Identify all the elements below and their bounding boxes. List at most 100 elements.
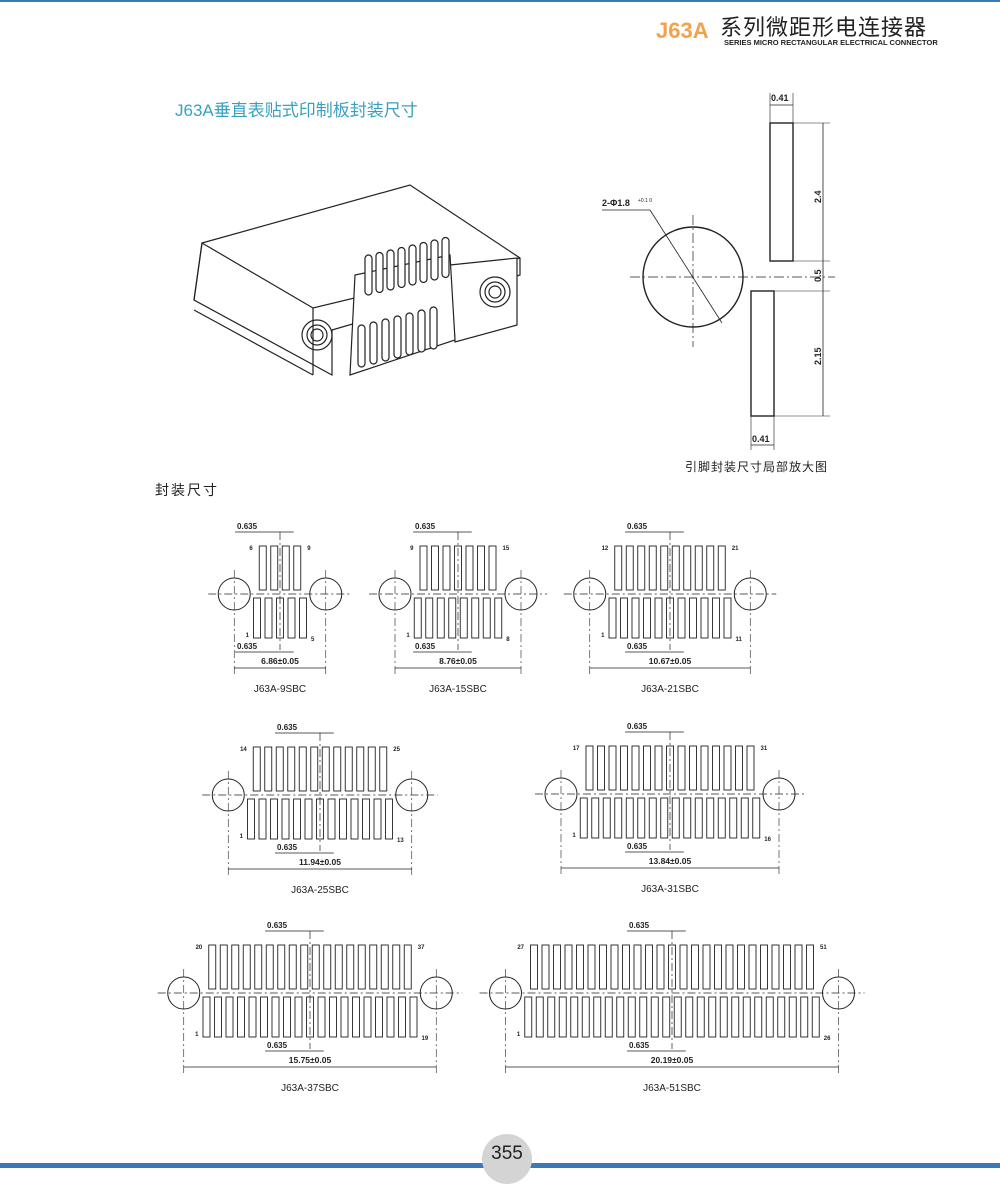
pad-width-top: 0.41 [771,93,789,103]
top-pad [671,545,680,591]
hole-diameter-label: 2-Φ1.8 [602,198,630,208]
bottom-pad [293,798,301,840]
span-label: 20.19±0.05 [651,1055,694,1065]
top-pad [585,745,594,791]
top-pad [344,746,353,792]
pin-label-top-last: 31 [761,746,768,752]
top-pad [242,944,251,990]
connector-pin [375,251,384,294]
span-label: 11.94±0.05 [299,857,341,867]
top-pad [275,746,284,792]
top-pad [714,944,722,990]
pin-label-bottom-last: 13 [397,838,404,844]
top-pad [553,944,561,990]
bottom-pad [294,996,303,1038]
top-pad [254,944,263,990]
bottom-pad [375,996,383,1038]
top-pad [706,545,715,591]
top-pad [645,944,653,990]
top-pad [356,746,365,792]
bottom-pad [627,996,636,1038]
bottom-pad [258,798,267,840]
series-title: 系列微距形电连接器 [720,15,928,40]
connector-3d-drawing [193,184,521,377]
bottom-pad [317,996,326,1038]
bottom-pad [225,996,234,1038]
bottom-pad [719,996,728,1038]
connector-pin [386,249,395,291]
bottom-pad [264,597,273,639]
top-pad [293,545,302,591]
top-pad [465,545,474,591]
bottom-pad [717,797,726,839]
upper-pad [769,122,794,262]
top-pad [477,545,485,591]
top-pad [660,545,669,591]
bottom-pad [765,996,774,1038]
top-pad [760,944,768,990]
bottom-pad [350,798,359,840]
pitch-label-top: 0.635 [267,921,288,930]
top-pad [610,944,619,990]
bottom-pad [425,597,434,639]
pin-label-top-last: 9 [307,546,311,552]
page-number: 355 [482,1134,532,1184]
bottom-pad [620,597,628,639]
bottom-pad [723,597,732,639]
pitch-label-top: 0.635 [237,522,258,531]
pin-label-bottom-first: 1 [517,1032,521,1038]
bottom-pad [270,798,278,840]
bottom-pad [471,597,480,639]
bottom-pad [671,797,680,839]
top-pad [631,745,640,791]
pin-label-bottom-last: 5 [311,637,315,643]
bottom-pad [524,996,533,1038]
bottom-pad [287,597,296,639]
top-pad [346,944,355,990]
pin-label-top-first: 12 [602,546,609,552]
top-pad [488,545,497,591]
pin-label-top-first: 27 [517,945,524,951]
hole-tolerance: +0.1 0 [638,198,652,204]
connector-pin [408,244,417,286]
bottom-pad [616,996,625,1038]
bottom-pad [581,996,590,1038]
top-pad [746,745,755,791]
bottom-pad [643,597,651,639]
bottom-pad [409,996,418,1038]
bottom-pad [689,597,697,639]
pad-detail-drawing: 2-Φ1.8 +0.1 0 0.41 0.41 2.4 0.5 2.15 [602,93,835,450]
bottom-pad [712,597,720,639]
top-pad [689,745,697,791]
package-dimensions-label: 封装尺寸 [155,482,219,498]
top-pad [310,746,319,792]
part-number: J63A-15SBC [429,684,487,695]
top-pad [656,944,665,990]
pin-label-top-last: 25 [393,747,400,753]
bottom-pad [742,996,751,1038]
pin-label-bottom-first: 1 [601,633,605,639]
bottom-pad [683,797,692,839]
span-label: 10.67±0.05 [649,656,692,666]
top-pad [625,545,634,591]
pitch-label-top: 0.635 [629,921,650,930]
pin-label-bottom-first: 1 [195,1032,199,1038]
detail-caption: 引脚封装尺寸局部放大图 [685,460,829,474]
bottom-pad [271,996,280,1038]
pad-gap: 0.5 [813,269,823,282]
bottom-pad [662,996,671,1038]
connector-pin [417,309,426,353]
top-pad [702,944,711,990]
pitch-label-bottom: 0.635 [415,642,436,651]
upper-pad-length: 2.4 [813,190,823,203]
top-pad [321,746,330,792]
bottom-pad [459,597,468,639]
top-pad [806,944,814,990]
pin-label-bottom-first: 1 [406,633,410,639]
bottom-pad [696,996,705,1038]
top-pad [654,745,663,791]
bottom-pad [579,797,588,839]
bottom-pad [708,996,717,1038]
